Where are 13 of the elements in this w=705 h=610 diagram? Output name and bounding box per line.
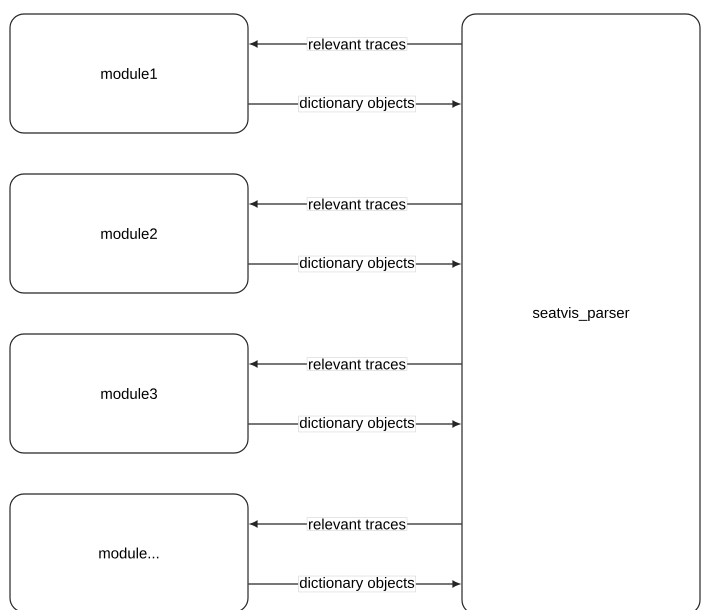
parser-box: seatvis_parser: [461, 13, 701, 610]
edge-label: relevant traces: [306, 357, 408, 371]
edge-label: dictionary objects: [298, 96, 416, 112]
module-box: module1: [9, 13, 249, 134]
edge-label: relevant traces: [306, 37, 408, 51]
edge-label: dictionary objects: [298, 416, 416, 432]
edge-label: dictionary objects: [298, 576, 416, 592]
edge-label: dictionary objects: [298, 256, 416, 272]
module-box: module2: [9, 173, 249, 294]
module-box: module...: [9, 493, 249, 610]
edge-label: relevant traces: [306, 197, 408, 211]
edge-label: relevant traces: [306, 517, 408, 531]
module-box: module3: [9, 333, 249, 454]
